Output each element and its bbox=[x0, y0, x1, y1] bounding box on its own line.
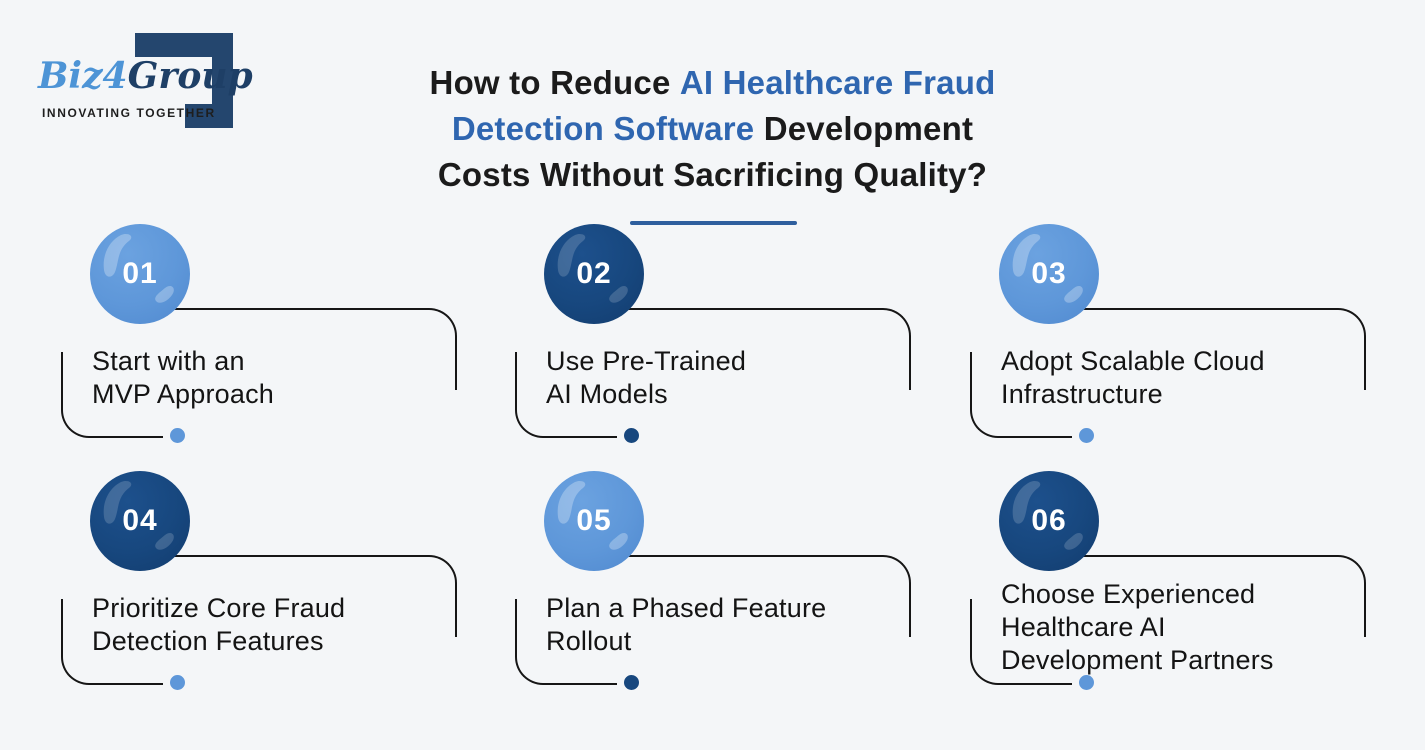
logo-brand-navy: Group bbox=[127, 55, 253, 97]
logo-brand-blue: Biz4 bbox=[38, 55, 128, 97]
connector-dot bbox=[1079, 675, 1094, 690]
step-label: Choose Experienced Healthcare AI Develop… bbox=[1001, 578, 1421, 677]
step-number-badge: 02 bbox=[544, 224, 644, 324]
step-label: Use Pre-Trained AI Models bbox=[546, 345, 966, 411]
connector-line-top bbox=[140, 555, 457, 637]
logo-bracket-icon bbox=[135, 33, 233, 128]
step-label-line2: Detection Features bbox=[92, 626, 324, 656]
step-label-line2: Healthcare AI bbox=[1001, 612, 1166, 642]
step-number-badge: 03 bbox=[999, 224, 1099, 324]
step-label-line2: MVP Approach bbox=[92, 379, 275, 409]
step-label-line1: Use Pre-Trained bbox=[546, 346, 747, 376]
connector-line-top bbox=[1049, 308, 1366, 390]
connector-line-bottom bbox=[515, 352, 617, 438]
connector-dot bbox=[170, 428, 185, 443]
connector-line-top bbox=[1049, 555, 1366, 637]
step-number: 05 bbox=[576, 504, 612, 537]
connector-line-top bbox=[140, 308, 457, 390]
gloss-highlight-icon bbox=[103, 233, 174, 303]
gloss-highlight-icon bbox=[557, 233, 628, 303]
title-line1-accent: AI Healthcare Fraud bbox=[679, 64, 996, 101]
connector-dot bbox=[170, 675, 185, 690]
title-line1-black: How to Reduce bbox=[429, 64, 680, 101]
step-number: 06 bbox=[1031, 504, 1067, 537]
step-number-badge: 06 bbox=[999, 471, 1099, 571]
step-number-badge: 01 bbox=[90, 224, 190, 324]
connector-line-top bbox=[594, 555, 911, 637]
gloss-highlight-icon bbox=[1012, 480, 1083, 550]
step-number: 02 bbox=[576, 257, 612, 290]
connector-line-bottom bbox=[515, 599, 617, 685]
logo-tagline: INNOVATING TOGETHER bbox=[42, 106, 216, 120]
step-label-line1: Adopt Scalable Cloud bbox=[1001, 346, 1265, 376]
step-label: Plan a Phased Feature Rollout bbox=[546, 592, 966, 658]
step-number-badge: 05 bbox=[544, 471, 644, 571]
step-number: 04 bbox=[122, 504, 158, 537]
connector-dot bbox=[624, 428, 639, 443]
step-number: 03 bbox=[1031, 257, 1067, 290]
title-line3-black: Costs Without Sacrificing Quality? bbox=[437, 156, 988, 193]
step-label-line1: Prioritize Core Fraud bbox=[92, 593, 346, 623]
step-label-line1: Start with an bbox=[92, 346, 245, 376]
logo-brand-text: Biz4Group bbox=[38, 56, 253, 96]
title-line-3: Costs Without Sacrificing Quality? bbox=[0, 152, 1425, 198]
step-label-line1: Choose Experienced bbox=[1001, 579, 1256, 609]
title-line-2: Detection Software Development bbox=[0, 106, 1425, 152]
title-underline bbox=[630, 221, 797, 225]
step-label-line1: Plan a Phased Feature bbox=[546, 593, 827, 623]
gloss-highlight-icon bbox=[103, 480, 174, 550]
connector-line-bottom bbox=[970, 599, 1072, 685]
connector-line-bottom bbox=[61, 599, 163, 685]
biz4group-logo: Biz4Group INNOVATING TOGETHER bbox=[0, 0, 260, 140]
connector-dot bbox=[1079, 428, 1094, 443]
step-label: Prioritize Core Fraud Detection Features bbox=[92, 592, 512, 658]
step-label-line2: Rollout bbox=[546, 626, 632, 656]
step-number: 01 bbox=[122, 257, 158, 290]
connector-line-top bbox=[594, 308, 911, 390]
step-label-line2: AI Models bbox=[546, 379, 668, 409]
title-line-1: How to Reduce AI Healthcare Fraud bbox=[0, 60, 1425, 106]
step-label: Start with an MVP Approach bbox=[92, 345, 512, 411]
step-label-line2: Infrastructure bbox=[1001, 379, 1163, 409]
step-label: Adopt Scalable Cloud Infrastructure bbox=[1001, 345, 1421, 411]
page-title: How to Reduce AI Healthcare Fraud Detect… bbox=[0, 60, 1425, 198]
connector-line-bottom bbox=[970, 352, 1072, 438]
title-line2-accent: Detection Software bbox=[451, 110, 755, 147]
step-number-badge: 04 bbox=[90, 471, 190, 571]
title-line2-black: Development bbox=[754, 110, 974, 147]
connector-line-bottom bbox=[61, 352, 163, 438]
connector-dot bbox=[624, 675, 639, 690]
gloss-highlight-icon bbox=[1012, 233, 1083, 303]
gloss-highlight-icon bbox=[557, 480, 628, 550]
step-label-line3: Development Partners bbox=[1001, 645, 1274, 675]
